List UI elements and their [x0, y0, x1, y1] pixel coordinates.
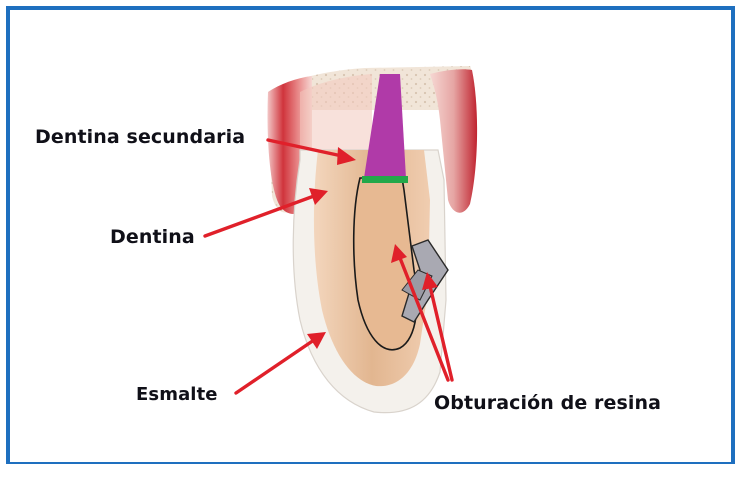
pulp-band [362, 176, 408, 183]
label-enamel: Esmalte [136, 384, 218, 405]
label-resin-filling: Obturación de resina [434, 392, 661, 414]
label-dentin: Dentina [110, 226, 195, 248]
label-secondary-dentin: Dentina secundaria [35, 126, 245, 148]
arrow-icon [236, 332, 326, 393]
